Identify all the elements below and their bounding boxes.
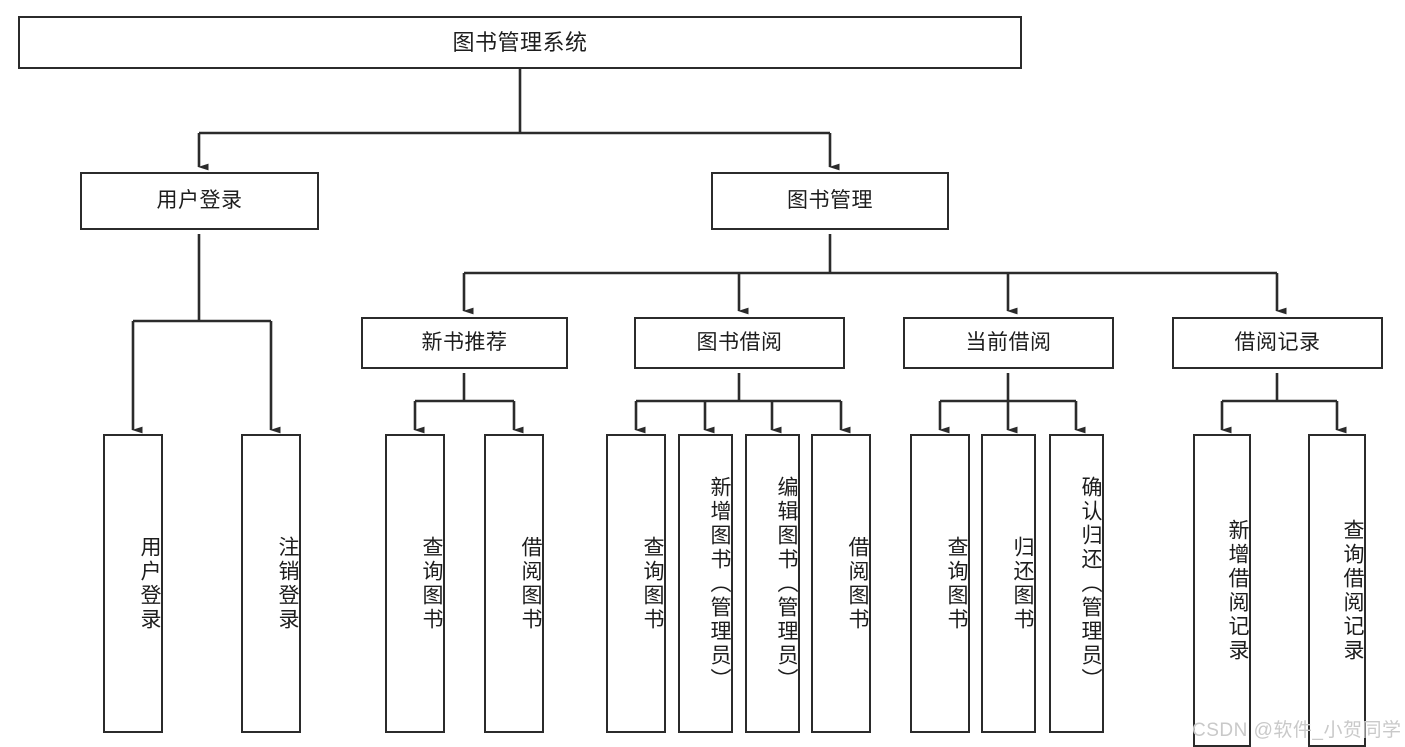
- node-label: 确认归还（管理员）: [1079, 475, 1102, 692]
- leaf-query-book-borrow[interactable]: 查询图书: [606, 434, 666, 733]
- leaf-user-login[interactable]: 用户登录: [103, 434, 163, 733]
- leaf-query-book-current[interactable]: 查询图书: [910, 434, 970, 733]
- node-label: 图书借阅: [696, 330, 783, 354]
- leaf-borrow-book-newbook[interactable]: 借阅图书: [484, 434, 544, 733]
- node-label: 借阅记录: [1234, 330, 1321, 354]
- csdn-watermark: CSDN @软件_小贺同学: [1192, 720, 1402, 741]
- leaf-borrow-book-borrow[interactable]: 借阅图书: [811, 434, 871, 733]
- node-label: 图书管理系统: [452, 29, 588, 55]
- node-root-library-system[interactable]: 图书管理系统: [18, 16, 1022, 69]
- node-label: 查询图书: [945, 535, 968, 632]
- node-label: 查询借阅记录: [1341, 518, 1364, 663]
- leaf-logout[interactable]: 注销登录: [241, 434, 301, 733]
- leaf-edit-book-admin[interactable]: 编辑图书（管理员）: [745, 434, 800, 733]
- node-label: 新增图书（管理员）: [708, 475, 731, 692]
- node-label: 图书管理: [787, 188, 873, 212]
- node-label: 当前借阅: [965, 330, 1052, 354]
- node-label: 归还图书: [1011, 535, 1034, 632]
- node-borrow-records[interactable]: 借阅记录: [1172, 317, 1383, 369]
- node-book-borrow[interactable]: 图书借阅: [634, 317, 845, 369]
- leaf-confirm-return-admin[interactable]: 确认归还（管理员）: [1049, 434, 1104, 733]
- node-label: 新增借阅记录: [1226, 518, 1249, 663]
- node-label: 编辑图书（管理员）: [775, 475, 798, 692]
- node-label: 借阅图书: [846, 535, 869, 632]
- node-label: 查询图书: [420, 535, 443, 632]
- node-label: 用户登录: [156, 188, 243, 212]
- leaf-add-borrow-record[interactable]: 新增借阅记录: [1193, 434, 1251, 747]
- node-label: 注销登录: [276, 535, 299, 632]
- node-current-borrow[interactable]: 当前借阅: [903, 317, 1114, 369]
- node-label: 用户登录: [138, 535, 161, 632]
- leaf-add-book-admin[interactable]: 新增图书（管理员）: [678, 434, 733, 733]
- leaf-query-book-newbook[interactable]: 查询图书: [385, 434, 445, 733]
- node-user-login[interactable]: 用户登录: [80, 172, 319, 230]
- leaf-return-book[interactable]: 归还图书: [981, 434, 1036, 733]
- node-label: 借阅图书: [519, 535, 542, 632]
- node-label: 新书推荐: [421, 330, 508, 354]
- leaf-query-borrow-record[interactable]: 查询借阅记录: [1308, 434, 1366, 747]
- node-new-book-recommend[interactable]: 新书推荐: [361, 317, 568, 369]
- node-label: 查询图书: [641, 535, 664, 632]
- node-book-management[interactable]: 图书管理: [711, 172, 949, 230]
